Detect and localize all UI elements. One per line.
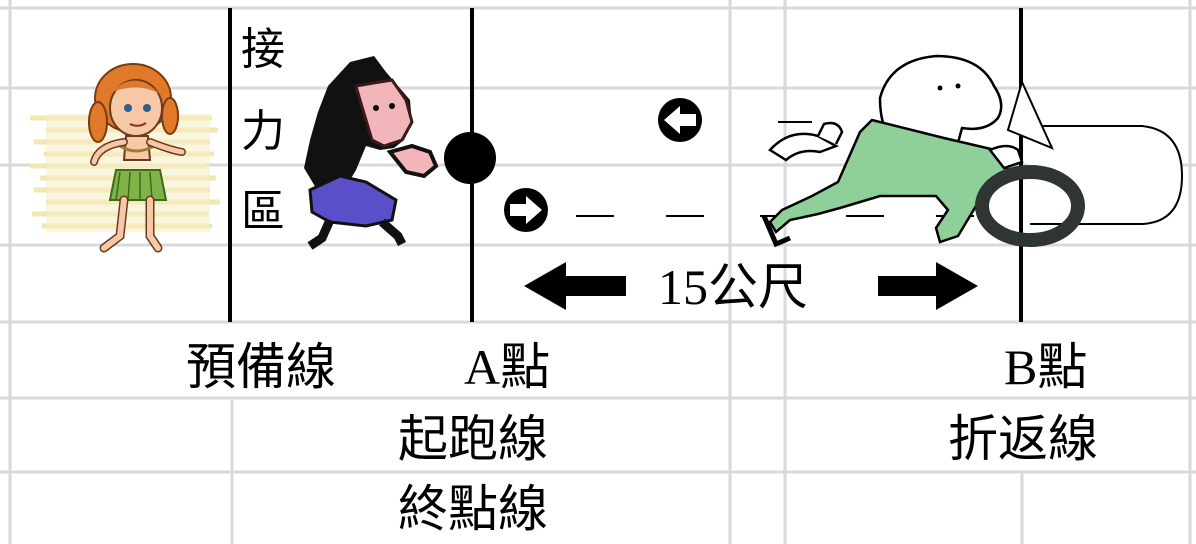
waiting-girl-icon <box>30 63 220 253</box>
distance-left-arrow <box>524 262 626 310</box>
finish-line-label: 終點線 <box>398 481 548 537</box>
relay-zone-char-1: 接 <box>241 25 285 74</box>
forward-direction-icon <box>504 188 548 232</box>
start-line-label: 起跑線 <box>398 411 548 467</box>
relay-zone-char-3: 區 <box>241 187 285 236</box>
turn-line-label: 折返線 <box>948 411 1098 467</box>
start-marker-dot <box>444 132 496 184</box>
point-b-label: B點 <box>1004 339 1088 395</box>
prep-line-label: 預備線 <box>186 339 336 395</box>
turnaround-runner-icon <box>761 54 1184 248</box>
point-a-label: A點 <box>464 339 551 395</box>
distance-right-arrow <box>878 262 978 310</box>
relay-zone-char-2: 力 <box>241 107 285 156</box>
distance-label: 15公尺 <box>658 259 808 315</box>
running-runner-icon <box>304 56 439 250</box>
return-direction-icon <box>658 98 702 142</box>
